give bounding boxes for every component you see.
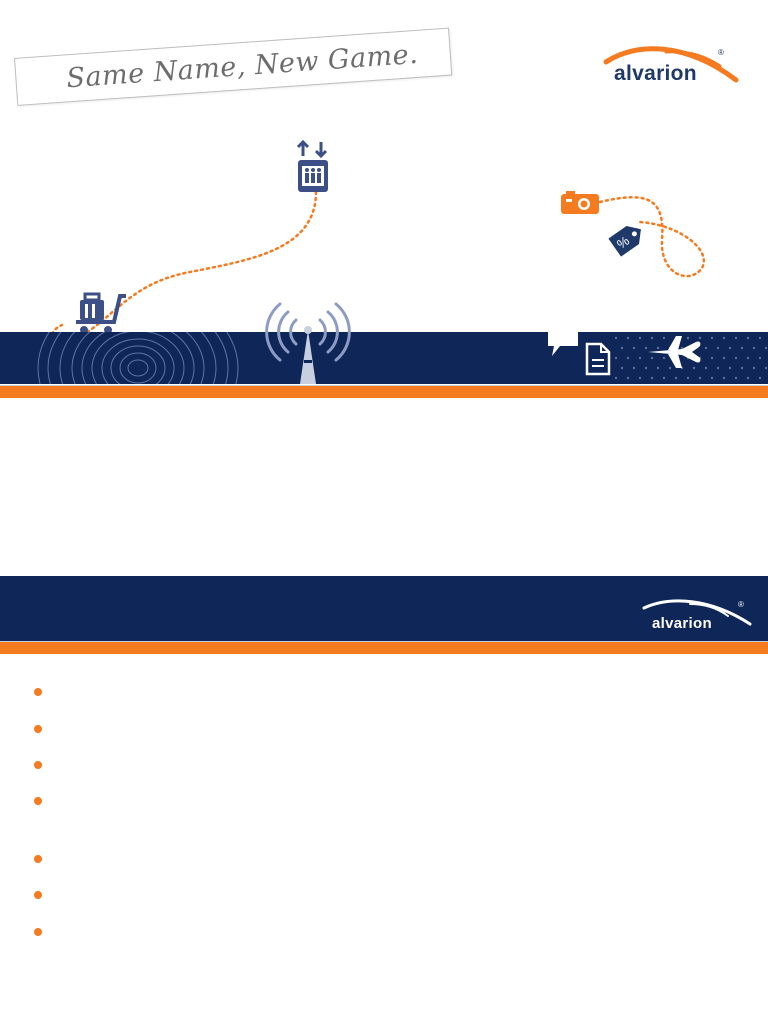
divider-line (0, 385, 768, 386)
dot-grid-pattern (614, 336, 768, 380)
logo-wordmark: alvarion (614, 62, 697, 85)
orange-stripe (0, 386, 768, 398)
discount-tag-icon: % (608, 225, 641, 257)
camera-icon (561, 191, 599, 214)
bullet-point (34, 891, 42, 899)
logo-swoosh-icon (603, 46, 739, 83)
radio-tower-icon (265, 302, 351, 384)
bullet-point (34, 725, 42, 733)
bullet-point (34, 797, 42, 805)
alvarion-logo: alvarion ® (596, 40, 746, 92)
alvarion-logo-white: alvarion ® (640, 598, 755, 638)
chat-bubble-icon (548, 328, 578, 356)
orange-stripe (0, 642, 768, 654)
logo-wordmark: alvarion (652, 615, 712, 632)
registered-mark: ® (718, 48, 724, 57)
elevator-icon (296, 140, 328, 192)
title-slide: Same Name, New Game. alvarion ® (0, 0, 768, 400)
bullet-point (34, 855, 42, 863)
registered-mark: ® (738, 600, 744, 609)
logo-swoosh-icon (642, 599, 752, 626)
content-header-band: alvarion ® (0, 576, 768, 641)
content-slide: alvarion ® (0, 576, 768, 1024)
bullet-point (34, 928, 42, 936)
header-band (0, 332, 768, 384)
bullet-list (34, 688, 54, 938)
document-icon (585, 342, 611, 376)
bullet-point (34, 688, 42, 696)
airplane-icon (648, 336, 701, 368)
divider-line (0, 641, 768, 642)
fingerprint-pattern (37, 332, 239, 384)
band-decoration (37, 332, 768, 384)
bullet-point (34, 761, 42, 769)
